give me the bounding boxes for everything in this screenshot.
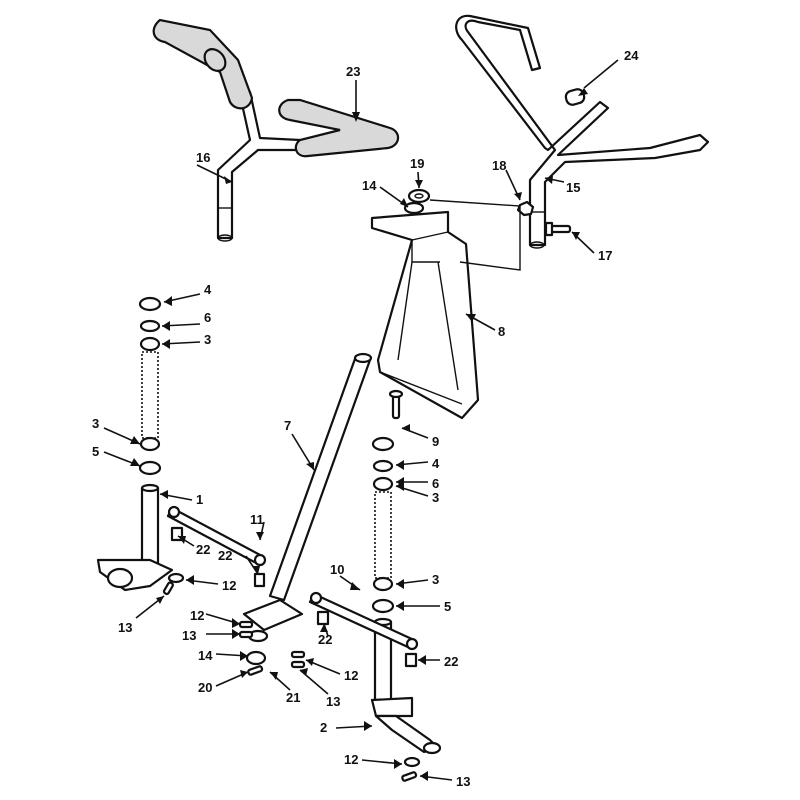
- callout-13-center: 13: [326, 694, 340, 709]
- callout-7: 7: [284, 418, 291, 433]
- callout-16: 21: [286, 690, 300, 705]
- callout-13-bottom: 13: [456, 774, 470, 789]
- callout-9: 9: [432, 434, 439, 449]
- callout-20: 18: [492, 158, 506, 173]
- callout-5-left: 5: [92, 444, 99, 459]
- left-small-hardware: [162, 526, 266, 596]
- handlebar-18: [152, 18, 400, 242]
- callout-21: 19: [410, 156, 424, 171]
- callout-15: 20: [198, 680, 212, 695]
- grip-23: [352, 80, 360, 122]
- right-small-hardware: [316, 610, 421, 782]
- tie-rod-10: [308, 591, 419, 651]
- callout-14-arm: 14: [198, 648, 213, 663]
- callout-11: 11: [250, 512, 264, 527]
- callout-4-left: 4: [204, 282, 212, 297]
- hardware-guide-line: [429, 199, 521, 271]
- bracket-8: [370, 210, 480, 420]
- right-spindle-stack: [371, 436, 395, 614]
- steering-shaft-7: [268, 352, 373, 602]
- handlebar-17: [455, 14, 710, 249]
- tie-rod-11: [166, 505, 267, 567]
- steering-arm-16: [238, 598, 306, 676]
- callout-22-right-upper: 22: [318, 632, 332, 647]
- callout-12-left: 12: [222, 578, 236, 593]
- callout-1: 1: [196, 492, 203, 507]
- callout-3-right-top: 3: [432, 490, 439, 505]
- callout-labels: 16 23 24 15 18 19 14 17 8 4 6 3 3 5 1 7 …: [92, 48, 639, 789]
- callout-10: 10: [330, 562, 344, 577]
- bolt-9: [388, 389, 404, 420]
- callout-22-right: 22: [444, 654, 458, 669]
- callout-12-bottom: 12: [344, 752, 358, 767]
- nut-20: [516, 200, 535, 217]
- callout-6-left: 6: [204, 310, 211, 325]
- callout-13-arm: 13: [182, 628, 196, 643]
- callout-17: 15: [566, 180, 580, 195]
- callout-3-left-top: 3: [204, 332, 211, 347]
- bolt-19: [544, 221, 572, 237]
- spindle-1: [96, 483, 174, 592]
- callout-22-center: 22: [218, 548, 232, 563]
- callout-5-right: 5: [444, 599, 451, 614]
- callout-13-left: 13: [118, 620, 132, 635]
- callout-23: 23: [346, 64, 360, 79]
- bushing-21: [407, 188, 431, 204]
- callout-2: 2: [320, 720, 327, 735]
- callout-22-left: 22: [196, 542, 210, 557]
- washer-14-top: [403, 201, 425, 215]
- callout-18: 16: [196, 150, 210, 165]
- callout-12-center: 12: [344, 668, 358, 683]
- callout-14-top: 14: [362, 178, 377, 193]
- callout-6-right: 6: [432, 476, 439, 491]
- left-spindle-stack: [138, 296, 162, 476]
- callout-4-right: 4: [432, 456, 440, 471]
- callout-3-left-bottom: 3: [92, 416, 99, 431]
- arrowheads: [130, 88, 588, 781]
- callout-3-right-bottom: 3: [432, 572, 439, 587]
- callout-12-arm: 12: [190, 608, 204, 623]
- callout-19: 17: [598, 248, 612, 263]
- callout-24: 24: [624, 48, 639, 63]
- callout-8: 8: [498, 324, 505, 339]
